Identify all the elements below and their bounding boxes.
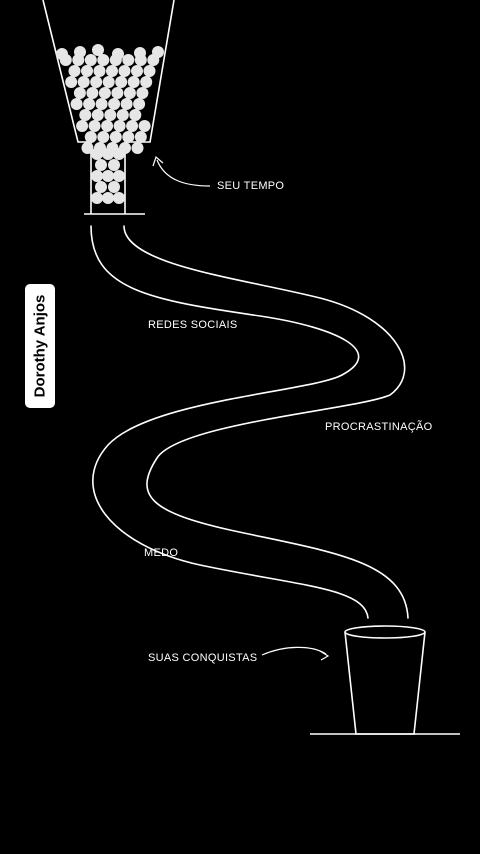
time-ball: [56, 48, 68, 60]
time-ball: [102, 192, 114, 204]
time-ball: [113, 192, 125, 204]
time-ball: [91, 148, 103, 160]
time-ball: [90, 76, 103, 88]
time-ball: [109, 131, 122, 143]
time-ball: [152, 46, 164, 58]
time-ball: [127, 76, 140, 88]
time-ball: [133, 98, 146, 110]
author-name: Dorothy Anjos: [31, 294, 49, 398]
time-ball: [95, 181, 107, 193]
time-ball: [118, 65, 131, 77]
time-ball: [81, 65, 93, 77]
time-ball: [77, 76, 90, 88]
time-ball: [68, 65, 81, 77]
label-seu-tempo: SEU TEMPO: [217, 180, 284, 192]
time-ball: [79, 109, 92, 121]
time-balls: [56, 44, 164, 204]
time-ball: [129, 109, 142, 121]
time-ball: [112, 48, 124, 60]
time-ball: [88, 120, 101, 132]
time-ball: [134, 47, 146, 59]
label-redes-sociais: REDES SOCIAIS: [148, 319, 237, 331]
time-ball: [97, 131, 110, 143]
time-ball: [123, 87, 136, 99]
time-ball: [101, 120, 114, 132]
time-ball: [98, 87, 111, 99]
time-ball: [143, 65, 156, 77]
time-ball: [106, 65, 118, 77]
time-ball: [91, 192, 103, 204]
time-ball: [122, 54, 135, 66]
time-ball: [108, 98, 121, 110]
time-ball: [116, 109, 129, 121]
time-ball: [131, 65, 143, 77]
winding-path: [90, 225, 409, 619]
label-suas-conquistas: SUAS CONQUISTAS: [148, 652, 257, 664]
time-ball: [95, 98, 108, 110]
arrow-icon: [152, 155, 330, 661]
time-ball: [97, 54, 110, 66]
time-ball: [102, 76, 115, 88]
time-ball: [126, 120, 139, 132]
time-ball: [70, 98, 83, 110]
time-ball: [84, 131, 97, 143]
time-ball: [74, 46, 86, 58]
time-ball: [76, 120, 89, 132]
time-ball: [102, 148, 114, 160]
author-badge: Dorothy Anjos: [25, 284, 55, 408]
glass-icon: [310, 625, 460, 735]
time-ball: [115, 76, 128, 88]
time-ball: [92, 44, 104, 56]
time-ball: [65, 76, 78, 88]
time-ball: [95, 159, 107, 171]
time-ball: [108, 181, 120, 193]
time-ball: [86, 87, 99, 99]
time-ball: [131, 142, 144, 154]
time-ball: [111, 87, 124, 99]
time-ball: [81, 142, 94, 154]
time-ball: [91, 109, 104, 121]
time-ball: [91, 170, 103, 182]
time-ball: [93, 65, 106, 77]
time-ball: [104, 109, 117, 121]
label-procrastinacao: PROCRASTINAÇÃO: [325, 420, 433, 433]
time-ball: [138, 120, 151, 132]
time-ball: [113, 120, 126, 132]
time-ball: [120, 98, 133, 110]
time-ball: [134, 131, 147, 143]
time-ball: [84, 54, 97, 66]
time-ball: [136, 87, 149, 99]
time-ball: [122, 131, 135, 143]
time-ball: [113, 170, 125, 182]
time-ball: [113, 148, 125, 160]
time-ball: [83, 98, 96, 110]
time-ball: [73, 87, 86, 99]
time-ball: [140, 76, 153, 88]
time-ball: [108, 159, 120, 171]
label-medo: MEDO: [144, 547, 178, 559]
time-ball: [102, 170, 114, 182]
